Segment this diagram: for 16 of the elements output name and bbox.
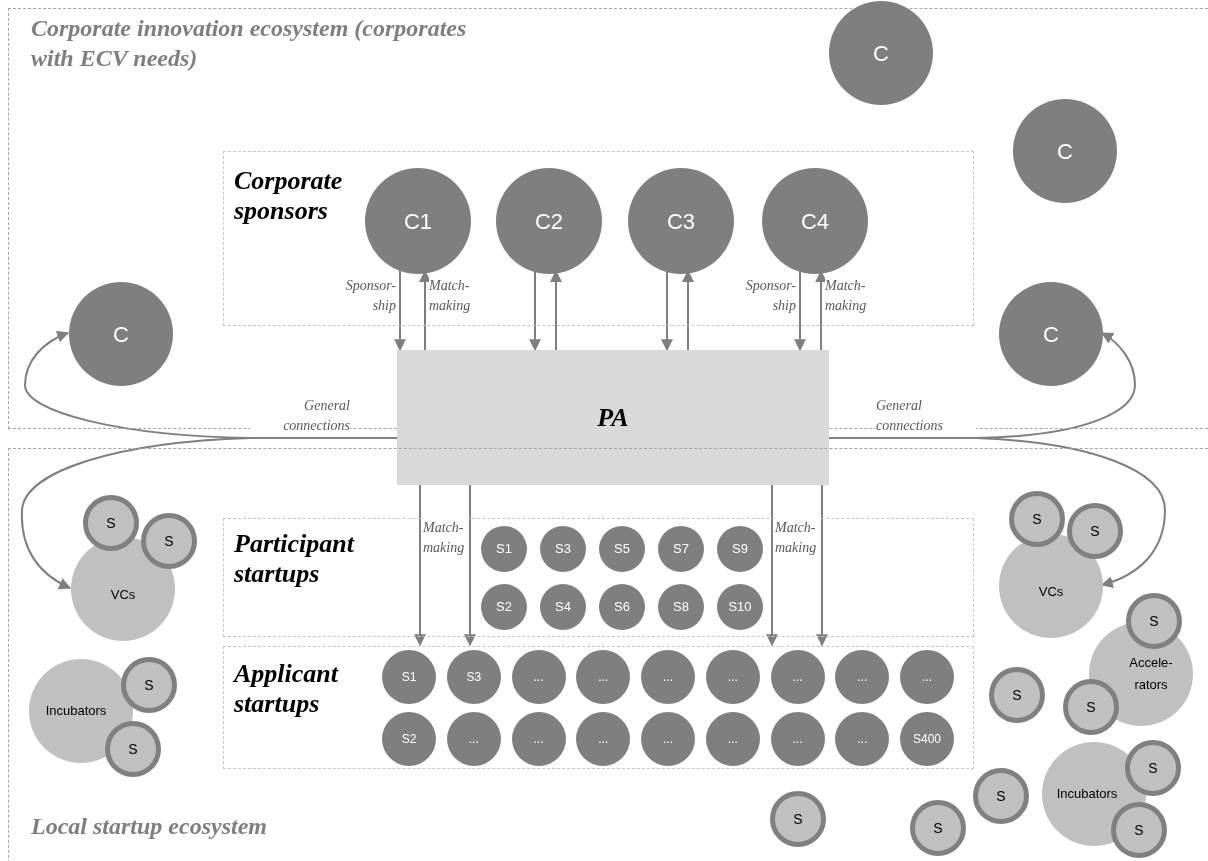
- arrow: [464, 484, 476, 647]
- frame-heading: Corporate innovation ecosystem (corporates with ECV needs): [31, 14, 468, 73]
- arrow: [394, 268, 406, 352]
- arrow: [414, 484, 426, 647]
- arrow: [766, 484, 778, 647]
- program-box: PA: [397, 350, 829, 485]
- arrow: [816, 484, 828, 647]
- edge-label: Match- making: [775, 518, 821, 558]
- dashed-frame: [223, 646, 974, 769]
- frame-heading: Applicant startups: [234, 659, 340, 719]
- frame-heading: Local startup ecosystem: [31, 812, 268, 841]
- arrow: [794, 269, 806, 352]
- dashed-frame: [8, 448, 1208, 861]
- frame-heading: Participant startups: [234, 529, 356, 589]
- frame-heading: Corporate sponsors: [234, 166, 344, 226]
- edge-label: Match- making: [423, 518, 469, 558]
